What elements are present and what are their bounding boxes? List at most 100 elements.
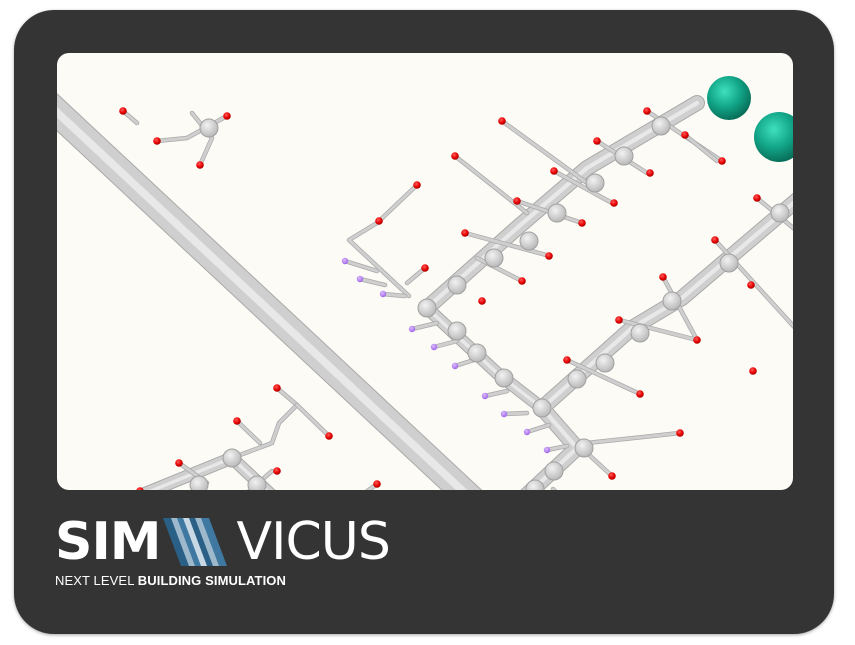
branch-pipe[interactable] <box>661 275 699 342</box>
pipe-junction[interactable] <box>585 173 605 193</box>
consumer-node[interactable] <box>608 472 616 480</box>
consumer-node[interactable] <box>461 229 469 237</box>
pipe-junction[interactable] <box>547 203 567 223</box>
consumer-node[interactable] <box>711 236 719 244</box>
consumer-node[interactable] <box>273 467 281 475</box>
consumer-node[interactable] <box>478 297 486 305</box>
consumer-node[interactable] <box>615 316 623 324</box>
pipe-junction[interactable] <box>770 203 790 223</box>
branch-pipe[interactable] <box>475 256 524 283</box>
consumer-node[interactable] <box>518 277 526 285</box>
consumer-node[interactable] <box>325 432 333 440</box>
consumer-node[interactable] <box>175 459 183 467</box>
consumer-node[interactable] <box>498 117 506 125</box>
branch-pipe[interactable] <box>230 386 299 460</box>
pipe-junction[interactable] <box>222 448 242 468</box>
consumer-node[interactable] <box>563 356 571 364</box>
branch-pipe[interactable] <box>525 423 551 434</box>
branch-pipe[interactable] <box>235 419 262 445</box>
pipe-junction[interactable] <box>447 321 467 341</box>
pipe-junction[interactable] <box>494 368 514 388</box>
network-3d-viewport[interactable] <box>57 53 793 490</box>
pipe-junction[interactable] <box>651 116 671 136</box>
branch-pipe[interactable] <box>343 259 379 273</box>
substation-node[interactable] <box>408 325 416 333</box>
consumer-node[interactable] <box>545 252 553 260</box>
consumer-node[interactable] <box>273 384 281 392</box>
consumer-node[interactable] <box>659 273 667 281</box>
network-scene[interactable] <box>57 53 793 490</box>
pipe-junction[interactable] <box>630 323 650 343</box>
pipe-junction[interactable] <box>532 398 552 418</box>
consumer-node[interactable] <box>643 107 651 115</box>
substation-node[interactable] <box>379 290 387 298</box>
substation-node[interactable] <box>451 362 459 370</box>
pipe-junction[interactable] <box>199 118 219 138</box>
branch-pipe[interactable] <box>500 119 589 185</box>
consumer-node[interactable] <box>233 417 241 425</box>
pipe-junction[interactable] <box>417 298 437 318</box>
consumer-node[interactable] <box>223 112 231 120</box>
consumer-node[interactable] <box>753 194 761 202</box>
branch-pipe[interactable] <box>545 444 569 452</box>
pipe-junction[interactable] <box>719 253 739 273</box>
consumer-node[interactable] <box>578 219 586 227</box>
consumer-node[interactable] <box>451 152 459 160</box>
branch-pipe[interactable] <box>683 133 719 163</box>
branch-pipe[interactable] <box>295 403 331 438</box>
consumer-node[interactable] <box>550 167 558 175</box>
heat-source-sphere[interactable] <box>754 112 793 162</box>
substation-node[interactable] <box>430 343 438 351</box>
pipe-junction[interactable] <box>662 291 682 311</box>
consumer-node[interactable] <box>646 169 654 177</box>
pipe-junction[interactable] <box>519 231 539 251</box>
consumer-node[interactable] <box>153 137 161 145</box>
consumer-node[interactable] <box>676 429 684 437</box>
consumer-node[interactable] <box>421 264 429 272</box>
pipe-junction[interactable] <box>447 275 467 295</box>
branch-pipe[interactable] <box>617 318 699 342</box>
consumer-node[interactable] <box>749 367 757 375</box>
pipe-junction[interactable] <box>247 475 267 490</box>
consumer-node[interactable] <box>196 161 204 169</box>
pipe-junction[interactable] <box>467 343 487 363</box>
branch-pipe[interactable] <box>190 111 214 167</box>
consumer-node[interactable] <box>119 107 127 115</box>
pipe-junction[interactable] <box>567 369 587 389</box>
branch-pipe[interactable] <box>358 277 387 287</box>
branch-pipe[interactable] <box>347 183 419 298</box>
substation-node[interactable] <box>543 446 551 454</box>
pipe-junction[interactable] <box>574 438 594 458</box>
branch-pipe[interactable] <box>410 321 439 331</box>
branch-pipe[interactable] <box>502 411 529 416</box>
substation-node[interactable] <box>341 257 349 265</box>
branch-pipe[interactable] <box>432 339 459 349</box>
consumer-node[interactable] <box>413 181 421 189</box>
consumer-node[interactable] <box>636 390 644 398</box>
branch-pipe[interactable] <box>565 358 642 396</box>
branch-pipe[interactable] <box>463 231 552 258</box>
consumer-node[interactable] <box>375 217 383 225</box>
consumer-node[interactable] <box>681 131 689 139</box>
substation-node[interactable] <box>356 275 364 283</box>
consumer-node[interactable] <box>693 336 701 344</box>
consumer-node[interactable] <box>718 157 726 165</box>
branch-pipe[interactable] <box>405 266 427 285</box>
substation-node[interactable] <box>481 392 489 400</box>
heat-source-sphere[interactable] <box>707 76 751 120</box>
pipe-junction[interactable] <box>484 248 504 268</box>
substation-node[interactable] <box>500 410 508 418</box>
pipe-junction[interactable] <box>525 479 545 490</box>
pipe-junction[interactable] <box>614 146 634 166</box>
substation-node[interactable] <box>523 428 531 436</box>
pipe-junction[interactable] <box>595 353 615 373</box>
consumer-node[interactable] <box>136 487 144 490</box>
branch-pipe[interactable] <box>483 389 509 398</box>
main-pipe[interactable] <box>57 94 527 490</box>
consumer-node[interactable] <box>610 199 618 207</box>
branch-pipe[interactable] <box>381 292 407 298</box>
branch-pipe[interactable] <box>552 169 614 205</box>
branch-pipe[interactable] <box>585 431 682 445</box>
branch-pipe[interactable] <box>585 451 614 478</box>
consumer-node[interactable] <box>593 137 601 145</box>
